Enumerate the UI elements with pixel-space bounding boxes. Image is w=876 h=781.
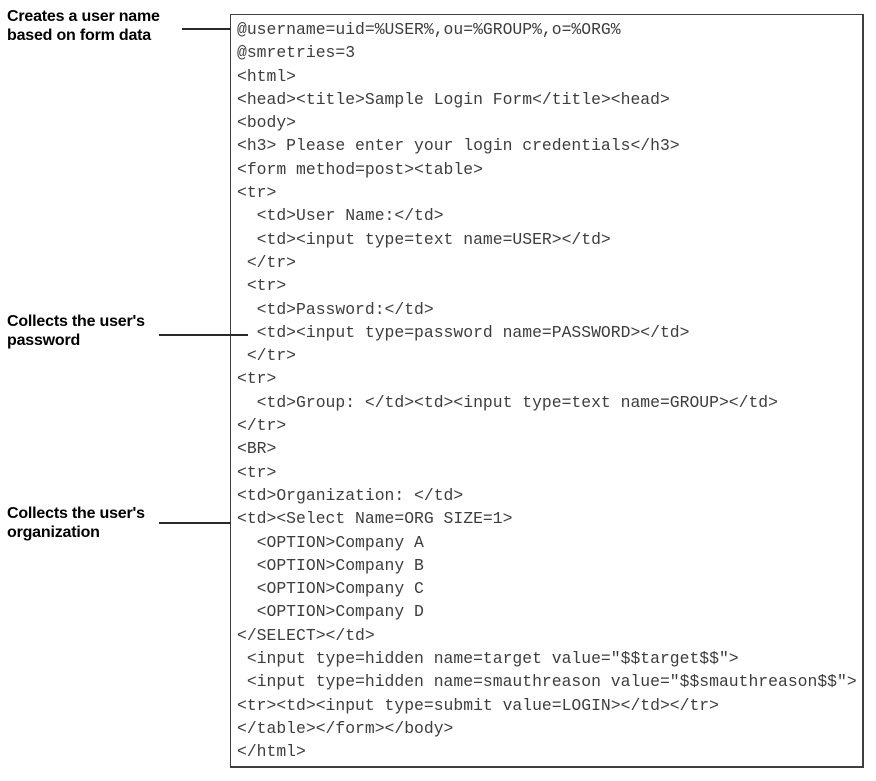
- code-listing-box: @username=uid=%USER%,ou=%GROUP%,o=%ORG% …: [230, 14, 864, 768]
- callout-label-password: Collects the user's password: [7, 313, 145, 349]
- callout-line-password: [159, 334, 248, 336]
- callout-line-organization: [159, 522, 231, 524]
- callout-label-username: Creates a user name based on form data: [7, 8, 160, 44]
- callout-line-username: [182, 28, 231, 30]
- code-listing: @username=uid=%USER%,ou=%GROUP%,o=%ORG% …: [237, 20, 857, 762]
- callout-label-organization: Collects the user's organization: [7, 505, 145, 541]
